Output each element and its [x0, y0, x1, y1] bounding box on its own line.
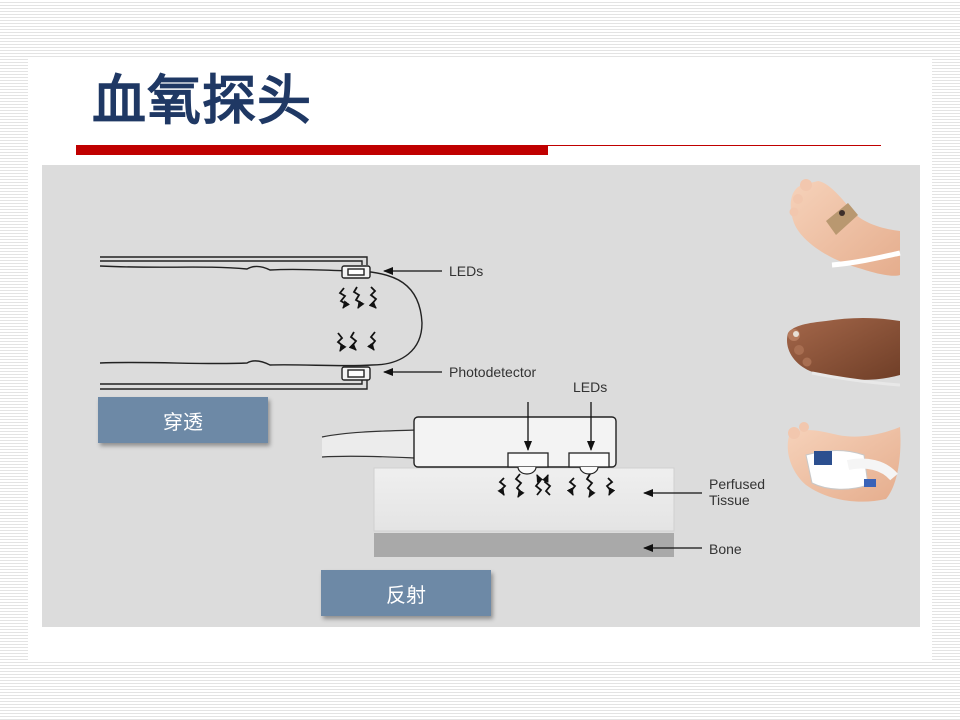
title-underline-thin [548, 145, 881, 146]
slide-title: 血氧探头 [92, 69, 312, 132]
foot-photo-1 [789, 179, 901, 276]
label-leds-reflectance: LEDs [573, 379, 608, 395]
label-leds-transmission: LEDs [449, 263, 484, 279]
title-underline-thick [76, 145, 548, 155]
transmission-light-rays [336, 286, 378, 352]
transmission-probe [99, 256, 423, 390]
transmission-pointers [383, 267, 442, 376]
foot-photo-3 [787, 422, 901, 502]
reflectance-light-rays [497, 473, 616, 498]
label-tissue: Tissue [709, 492, 750, 508]
caption-transmission: 穿透 [98, 397, 268, 443]
caption-reflectance: 反射 [321, 570, 491, 616]
oximeter-probe-figure: LEDs Photodetector LEDs Perfused Tissue … [42, 165, 920, 627]
label-photodetector: Photodetector [449, 364, 537, 380]
reflectance-probe [321, 416, 675, 557]
foot-photo-2 [786, 318, 901, 387]
label-perfused: Perfused [709, 476, 766, 492]
probe-diagram [99, 179, 901, 557]
label-bone: Bone [709, 541, 742, 557]
reflectance-pointers [524, 402, 702, 552]
